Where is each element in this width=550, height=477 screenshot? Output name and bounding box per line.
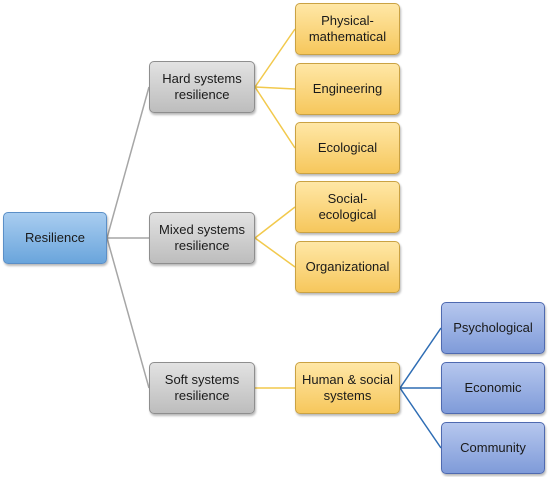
node-physical-mathematical: Physical- mathematical	[295, 3, 400, 55]
connector-hard-to-engineering	[254, 86, 296, 90]
hard-connectors	[254, 28, 296, 149]
node-ecological-label: Ecological	[317, 140, 378, 155]
node-soft-systems: Soft systems resilience	[149, 362, 255, 414]
root-connectors	[106, 86, 150, 389]
node-mixed-systems: Mixed systems resilience	[149, 212, 255, 264]
node-resilience-label: Resilience	[25, 230, 85, 245]
connector-root-to-soft	[106, 237, 150, 389]
node-organizational-label: Organizational	[305, 259, 390, 274]
node-economic: Economic	[441, 362, 545, 414]
node-community-label: Community	[460, 440, 526, 455]
connector-human-to-psychological	[399, 327, 442, 389]
connector-hard-to-ecological	[254, 86, 296, 149]
node-engineering-label: Engineering	[312, 81, 383, 96]
connector-human-to-community	[399, 387, 442, 449]
node-psychological: Psychological	[441, 302, 545, 354]
node-engineering: Engineering	[295, 63, 400, 115]
node-hard-systems-label: Hard systems resilience	[162, 71, 242, 102]
node-economic-label: Economic	[464, 380, 522, 395]
node-ecological: Ecological	[295, 122, 400, 174]
connector-root-to-hard	[106, 86, 150, 239]
mixed-connectors	[254, 206, 296, 268]
node-resilience: Resilience	[3, 212, 107, 264]
node-mixed-systems-label: Mixed systems resilience	[159, 222, 245, 253]
node-organizational: Organizational	[295, 241, 400, 293]
node-hard-systems: Hard systems resilience	[149, 61, 255, 113]
node-psychological-label: Psychological	[453, 320, 533, 335]
node-community: Community	[441, 422, 545, 474]
node-social-ecological-label: Social- ecological	[318, 191, 377, 222]
node-human-social-systems: Human & social systems	[295, 362, 400, 414]
node-soft-systems-label: Soft systems resilience	[164, 372, 240, 403]
connector-mixed-to-organizational	[254, 237, 296, 268]
node-human-social-systems-label: Human & social systems	[301, 372, 394, 403]
connector-hard-to-physical	[254, 28, 296, 88]
node-social-ecological: Social- ecological	[295, 181, 400, 233]
connector-mixed-to-social-ecological	[254, 206, 296, 239]
human-connectors	[399, 327, 442, 449]
node-physical-mathematical-label: Physical- mathematical	[308, 13, 387, 44]
